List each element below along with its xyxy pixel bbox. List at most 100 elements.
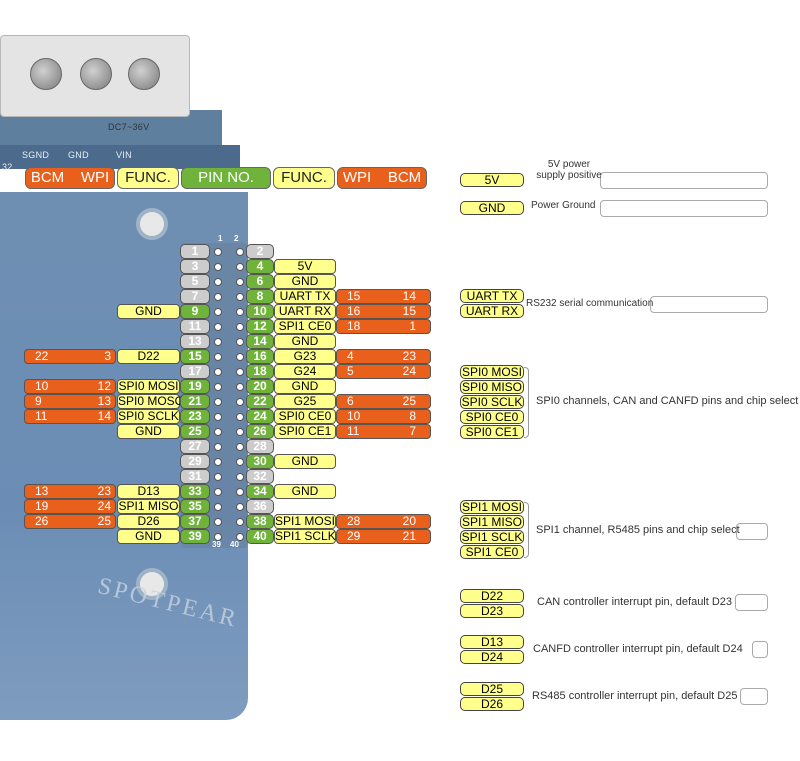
pin-number-left: 37 [180,514,210,529]
header-pin-left-dot [214,293,222,301]
wpi-bcm-right-cell: 11 7 [336,424,431,439]
pin-number-left: 29 [180,454,210,469]
legend-description: 5V power supply positive [536,159,602,181]
pin-number-left: 39 [180,529,210,544]
wpi-right-value: 15 [347,289,361,303]
header-pin-left-dot [214,323,222,331]
bcm-right-value: 1 [409,319,416,333]
legend-description-box [735,594,768,611]
pin-number-right: 24 [246,409,274,424]
header-pin-right-dot [236,353,244,361]
header-pin-left-dot [214,248,222,256]
legend-description-box [752,641,768,658]
header-pin-left-dot [214,353,222,361]
bcm-right-value: 20 [402,514,416,528]
legend-description-box [650,296,768,313]
header-pin-left-dot [214,398,222,406]
func-left-cell: GND [117,529,180,544]
pin-number-left: 25 [180,424,210,439]
pin-number-right: 16 [246,349,274,364]
screw-icon [80,58,112,90]
header-pin-left-dot [214,383,222,391]
header-pin-left-dot [214,533,222,541]
func-left-cell: SPI1 MISO [117,499,180,514]
func-left-cell: SPI0 MOSO [117,394,185,409]
pin-number-left: 35 [180,499,210,514]
wpi-right-value: 11 [347,424,360,438]
header-pin-left-dot [214,488,222,496]
legend-description: CAN controller interrupt pin, default D2… [537,596,733,608]
header-pin-right-dot [236,473,244,481]
pin-number-left: 27 [180,439,210,454]
legend-description: RS485 controller interrupt pin, default … [532,690,738,702]
bcm-left-value: 10 [35,379,49,393]
pin-number-right: 18 [246,364,274,379]
pin-number-right: 22 [246,394,274,409]
wpi-right-value: 16 [347,304,361,318]
pin-number-right: 26 [246,424,274,439]
header-number-1: 1 [218,234,223,243]
wpi-left-value: 24 [97,499,111,513]
header-pin-left-dot [214,443,222,451]
header-number-40: 40 [230,540,239,549]
bcm-right-value: 7 [409,424,416,438]
func-left-cell: SPI0 SCLK [117,409,180,424]
bcm-left-value: 19 [35,499,49,513]
header-left-bcm: BCM [30,169,65,186]
silk-label-voltage: DC7~36V [108,122,150,132]
bcm-left-value: 22 [35,349,49,363]
bcm-right-value: 14 [402,289,416,303]
legend-description-box [736,523,768,540]
pin-number-right: 10 [246,304,274,319]
silk-label-32: 32 [2,162,13,172]
legend-bracket [524,367,529,438]
legend-description: SPI0 channels, CAN and CANFD pins and ch… [536,395,799,407]
silk-label-gnd: GND [68,150,89,160]
func-left-cell: GND [117,424,180,439]
header-pin-right-dot [236,503,244,511]
func-right-cell: G23 [274,349,336,364]
pin-number-left: 31 [180,469,210,484]
header-pin-right-dot [236,443,244,451]
pin-number-right: 4 [246,259,274,274]
header-pin-left-dot [214,308,222,316]
wpi-right-value: 18 [347,319,361,333]
pin-number-left: 17 [180,364,210,379]
header-pin-left-dot [214,263,222,271]
header-pin-right-dot [236,263,244,271]
legend-description: SPI1 channel, R5485 pins and chip select [536,524,740,536]
header-pin-left-dot [214,518,222,526]
header-pin-right-dot [236,458,244,466]
pin-number-left: 7 [180,289,210,304]
func-right-cell: GND [274,484,336,499]
wpi-right-value: 4 [347,349,354,363]
legend-tag: SPI0 CE1 [460,425,524,439]
header-pin-right-dot [236,398,244,406]
pcb-label-strip [0,145,240,169]
legend-description-box [600,200,768,217]
legend-tag: D24 [460,650,524,664]
func-left-cell: SPI0 MOSI [117,379,180,394]
header-left-bcm-wpi: BCM WPI [25,167,115,189]
wpi-right-value: 29 [347,529,361,543]
pin-number-left: 5 [180,274,210,289]
header-pin-no: PIN NO. [181,167,271,189]
pin-number-right: 8 [246,289,274,304]
legend-description-box [600,172,768,189]
func-right-cell: G24 [274,364,336,379]
func-right-cell: GND [274,379,336,394]
func-right-cell: SPI1 CE0 [274,319,336,334]
legend-tag: D25 [460,682,524,696]
pin-number-left: 15 [180,349,210,364]
pin-number-right: 34 [246,484,274,499]
wpi-right-value: 10 [347,409,361,423]
pin-number-left: 3 [180,259,210,274]
legend-tag: D23 [460,604,524,618]
bcm-right-value: 21 [402,529,416,543]
func-left-cell: D26 [117,514,180,529]
